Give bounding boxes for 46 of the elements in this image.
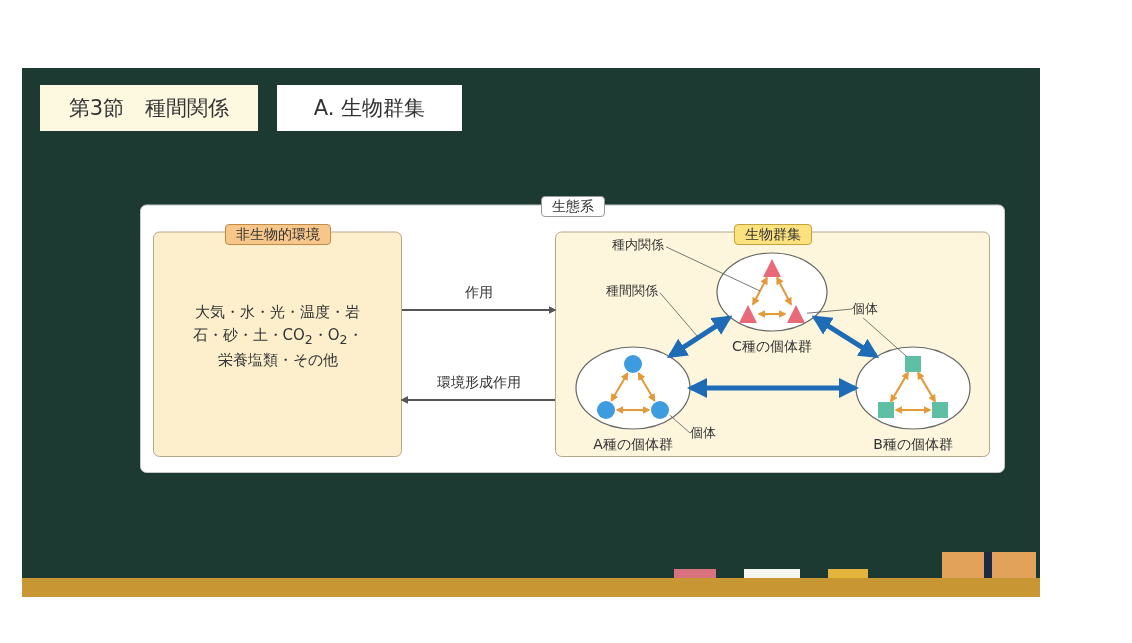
leader-label: 種間関係: [606, 282, 660, 300]
leader-label: 種内関係: [612, 236, 666, 254]
triangle-marker: [739, 305, 757, 323]
square-marker: [932, 402, 948, 418]
double-arrow: [637, 372, 656, 402]
subsection-title: A. 生物群集: [277, 85, 462, 131]
square-marker: [905, 356, 921, 372]
double-arrow: [610, 372, 629, 402]
arrow: [401, 306, 557, 314]
group-title: 非生物的環境: [224, 224, 331, 245]
double-arrow: [894, 406, 932, 414]
double-arrow: [752, 276, 768, 306]
population-label: A種の個体群: [592, 436, 674, 453]
double-arrow: [890, 371, 909, 403]
double-arrow: [811, 315, 880, 358]
section-title: 第3節 種間関係: [40, 85, 258, 131]
population-label: C種の個体群: [731, 338, 813, 355]
leader-line: [659, 292, 699, 338]
group-box: [153, 224, 402, 457]
circle-marker: [651, 401, 669, 419]
double-arrow: [757, 310, 787, 318]
body-text: 大気・水・光・温度・岩石・砂・土・CO$_{2}$・O$_{2}$・栄養塩類・その他: [191, 301, 364, 372]
triangle-marker: [763, 259, 781, 277]
double-arrow: [776, 276, 792, 306]
double-arrow: [917, 371, 936, 403]
ecosystem-panel: [140, 196, 1005, 473]
group-box: [555, 224, 990, 457]
population-label: B種の個体群: [872, 436, 954, 453]
leader-line: [806, 308, 853, 314]
leader-line: [665, 246, 761, 292]
leader-label: 個体: [852, 300, 880, 318]
double-arrow: [615, 406, 651, 414]
double-arrow: [687, 378, 859, 398]
arrow: [400, 395, 556, 404]
leader-line: [669, 414, 691, 434]
leader-line: [862, 317, 907, 357]
population-ellipse: [575, 346, 691, 452]
triangle-marker: [787, 305, 805, 323]
square-marker: [878, 402, 894, 418]
group-title: 生態系: [540, 196, 605, 217]
circle-marker: [597, 401, 615, 419]
circle-marker: [624, 355, 642, 373]
double-arrow: [666, 315, 733, 358]
population-ellipse: [855, 346, 971, 452]
group-title: 生物群集: [733, 224, 812, 245]
leader-label: 個体: [690, 424, 718, 442]
